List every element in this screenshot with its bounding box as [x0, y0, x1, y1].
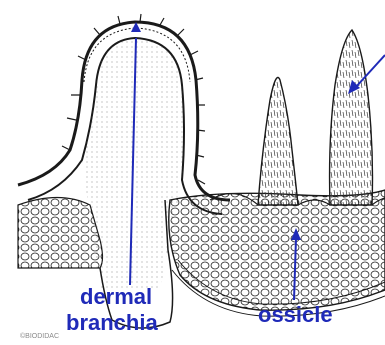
surface-spines	[210, 30, 385, 205]
ossicle-label: ossicle	[258, 302, 333, 328]
dermal-branchia-label-line2: branchia	[66, 310, 158, 336]
dermal-branchia-label-line1: dermal	[80, 284, 152, 310]
ossicle-region	[169, 190, 385, 316]
copyright-notice: ©BIODIDAC	[20, 333, 59, 341]
